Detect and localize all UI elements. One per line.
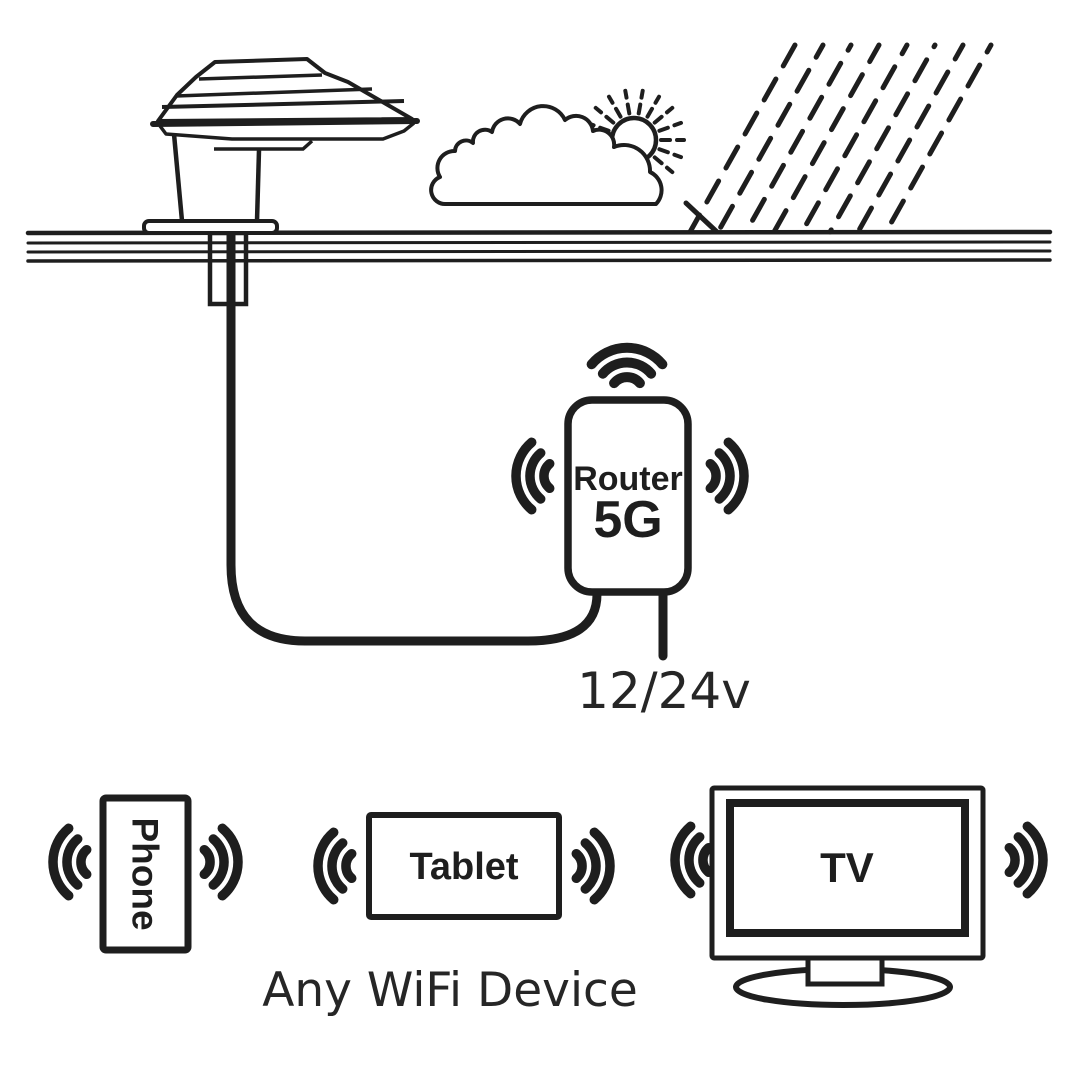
tv-stand-neck [805,955,885,987]
device-row: Phone Tablet TV [53,785,1043,1008]
roof-deck-lines [25,229,1053,263]
tv-label: TV [820,844,874,891]
wifi-right-of-tv-icon [1009,826,1043,893]
wifi-up-icon [592,348,663,383]
caption-any-wifi-device: Any WiFi Device [262,963,638,1018]
antenna-rim [150,118,420,127]
cloud-icon [429,104,664,207]
wifi-left-of-phone-icon [53,828,87,895]
phone-label: Phone [125,817,166,930]
phone-box [99,794,192,954]
tablet-box [366,812,562,920]
sun-rays [585,88,686,175]
router-unit: Router 5G [516,348,744,596]
router-label: Router [573,460,683,498]
antenna-neck [171,133,262,222]
antenna-dome-bands [161,73,405,109]
tv-screen [726,799,969,937]
rain-splash [683,200,720,235]
antenna-underside [158,121,416,141]
router-model-label: 5G [593,491,662,549]
power-voltage-label: 12/24v [577,662,751,720]
dome-antenna-icon [142,57,420,235]
wifi-right-icon [710,442,744,509]
router-box [564,396,692,596]
wifi-left-of-tv-icon [675,826,709,893]
coax-cable-line [226,221,602,646]
wifi-left-icon [516,442,550,509]
rain-icon [683,42,994,235]
wifi-right-of-phone-icon [204,828,238,895]
wifi-right-of-tablet-icon [576,832,610,899]
antenna-dome [156,57,414,123]
wifi-left-of-tablet-icon [318,832,352,899]
tablet-label: Tablet [409,846,518,888]
antenna-underside-step [214,139,314,151]
antenna-base-plate [142,219,279,235]
